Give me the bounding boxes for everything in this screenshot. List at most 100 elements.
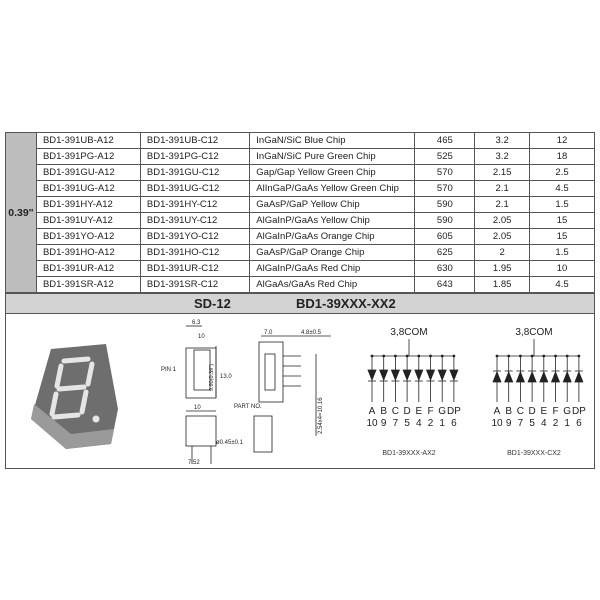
table-cell: 2.05 [474,212,531,229]
table-cell: BD1-391UB-C12 [139,132,251,149]
segment-label: D [403,406,410,417]
dim-pin-span: 2.54x4=10.16 [318,397,324,434]
size-cell: 0.39" [5,132,37,293]
drawing-panel: 6.3 10 7.0 4.8±0.5 13.0 9.90(0.39") PIN … [5,313,595,469]
table-cell: BD1-391HY-C12 [139,196,251,213]
pin-number: 7 [393,418,399,429]
segment-label: E [540,406,547,417]
table-cell: BD1-391PG-C12 [139,148,251,165]
table-cell: BD1-391UR-A12 [35,260,141,277]
table-cell: 643 [414,276,476,293]
segment-label: F [427,406,433,417]
table-cell: 570 [414,180,476,197]
part-no-label: PART NO. [234,404,262,410]
table-cell: 3.2 [474,148,531,165]
table-cell: 605 [414,228,476,245]
series-label: BD1-39XXX-XX2 [296,296,396,311]
table-cell: 630 [414,260,476,277]
pin-number: 1 [439,418,445,429]
dim-depth: 7.0 [264,330,273,336]
dim-pin-length: 4.8±0.5 [301,330,322,336]
segment-label: E [415,406,422,417]
segment-label: D [528,406,535,417]
pin-number: 9 [381,418,387,429]
segment-label: A [369,406,376,417]
table-cell: BD1-391HY-A12 [35,196,141,213]
table-cell: GaAsP/GaP Orange Chip [249,244,416,261]
table-cell: BD1-391HO-A12 [35,244,141,261]
table-cell: 2 [474,244,531,261]
pin-number: 10 [491,418,503,429]
dim-height: 13.0 [220,374,232,380]
table-cell: 2.1 [474,180,531,197]
table-cell: BD1-391UG-C12 [139,180,251,197]
segment-label: B [505,406,512,417]
table-cell: 12 [529,132,595,149]
table-cell: GaAsP/GaP Yellow Chip [249,196,416,213]
table-cell: BD1-391SR-C12 [139,276,251,293]
schematic-caption: BD1-39XXX-AX2 [382,450,435,457]
table-cell: 2.05 [474,228,531,245]
segment-label: G [438,406,446,417]
dim-bottom: 10 [194,405,201,411]
table-cell: InGaN/SiC Pure Green Chip [249,148,416,165]
segment-label: A [494,406,501,417]
pin-number: 4 [416,418,422,429]
table-cell: 570 [414,164,476,181]
segment-label: G [563,406,571,417]
table-cell: 1.5 [529,196,595,213]
pin-number: 6 [576,418,582,429]
table-cell: 590 [414,196,476,213]
table-cell: InGaN/SiC Blue Chip [249,132,416,149]
table-cell: 1.95 [474,260,531,277]
table-cell: BD1-391UR-C12 [139,260,251,277]
segment-label: DP [447,406,461,417]
pin-number: 1 [564,418,570,429]
com-label: 3,8COM [390,327,427,338]
table-cell: 15 [529,228,595,245]
pin-number: 2 [553,418,559,429]
section-header: SD-12 BD1-39XXX-XX2 [5,293,595,314]
table-cell: 15 [529,212,595,229]
dimension-drawing: 6.3 10 7.0 4.8±0.5 13.0 9.90(0.39") PIN … [161,320,331,466]
pin-number: 4 [541,418,547,429]
pin-number: 9 [506,418,512,429]
dim-pitch: 7.52 [188,460,200,466]
table-cell: 2.15 [474,164,531,181]
dim-digit-height: 9.90(0.39") [209,364,215,391]
table-cell: 10 [529,260,595,277]
segment-label: F [552,406,558,417]
table-cell: BD1-391UY-A12 [35,212,141,229]
table-cell: Gap/Gap Yellow Green Chip [249,164,416,181]
table-cell: AlInGaP/GaAs Yellow Green Chip [249,180,416,197]
table-cell: BD1-391GU-A12 [35,164,141,181]
table-cell: 1.85 [474,276,531,293]
segment-label: DP [572,406,586,417]
schematic-caption: BD1-39XXX-CX2 [507,450,561,457]
pin-number: 6 [451,418,457,429]
table-cell: BD1-391GU-C12 [139,164,251,181]
table-cell: BD1-391UY-C12 [139,212,251,229]
table-cell: 4.5 [529,180,595,197]
table-cell: BD1-391PG-A12 [35,148,141,165]
table-cell: AlGaInP/GaAs Red Chip [249,260,416,277]
table-cell: AlGaInP/GaAs Orange Chip [249,228,416,245]
table-cell: 2.1 [474,196,531,213]
table-cell: 4.5 [529,276,595,293]
table-cell: BD1-391YO-C12 [139,228,251,245]
pin-number: 5 [529,418,535,429]
table-cell: 2.5 [529,164,595,181]
pin-number: 10 [366,418,378,429]
led-display-photo [31,344,118,449]
package-label: SD-12 [194,296,231,311]
table-cell: 590 [414,212,476,229]
